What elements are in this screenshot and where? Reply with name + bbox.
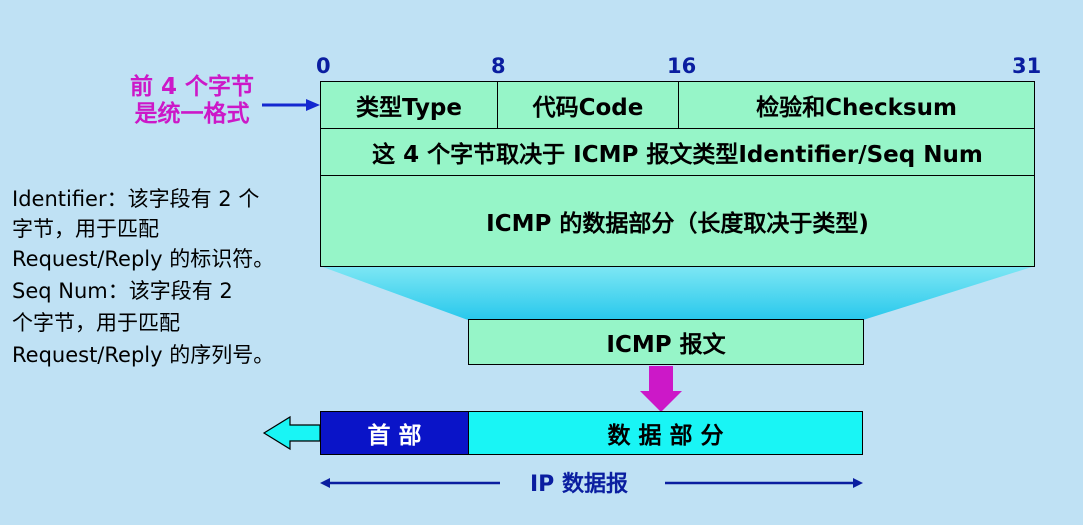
- description-line-5: 个字节，用于匹配: [12, 311, 180, 335]
- ip-datagram-label: IP 数据报: [530, 472, 628, 497]
- type-field: 类型Type: [320, 81, 498, 129]
- description-line-2: 字节，用于匹配: [12, 217, 159, 241]
- code-field: 代码Code: [497, 81, 679, 129]
- icmp-message-box: ICMP 报文: [468, 319, 864, 365]
- description-line-3: Request/Reply 的标识符。: [12, 247, 275, 271]
- bit-position-16: 16: [667, 54, 697, 78]
- note-arrow-icon: [262, 99, 320, 111]
- ip-header-box: 首 部: [320, 411, 469, 455]
- funnel-shape: [320, 266, 1035, 320]
- datagram-span-arrow-icon: [320, 478, 863, 488]
- ip-data-box: 数 据 部 分: [468, 411, 863, 455]
- bit-position-8: 8: [491, 54, 506, 78]
- header-note-line-1: 前 4 个字节: [129, 74, 255, 100]
- description-line-1: Identifier：该字段有 2 个: [12, 187, 260, 211]
- description-line-4: Seq Num：该字段有 2: [12, 279, 233, 303]
- description-line-6: Request/Reply 的序列号。: [12, 343, 275, 367]
- icmp-data-field: ICMP 的数据部分（长度取决于类型): [320, 175, 1035, 267]
- header-note: 前 4 个字节 是统一格式: [118, 74, 266, 128]
- identifier-seq-field: 这 4 个字节取决于 ICMP 报文类型Identifier/Seq Num: [320, 128, 1035, 176]
- header-note-line-2: 是统一格式: [134, 101, 250, 127]
- down-arrow-icon: [640, 366, 682, 412]
- checksum-field: 检验和Checksum: [678, 81, 1035, 129]
- bit-position-0: 0: [316, 54, 331, 78]
- bit-position-31: 31: [1012, 54, 1042, 78]
- left-arrow-icon: [262, 415, 321, 451]
